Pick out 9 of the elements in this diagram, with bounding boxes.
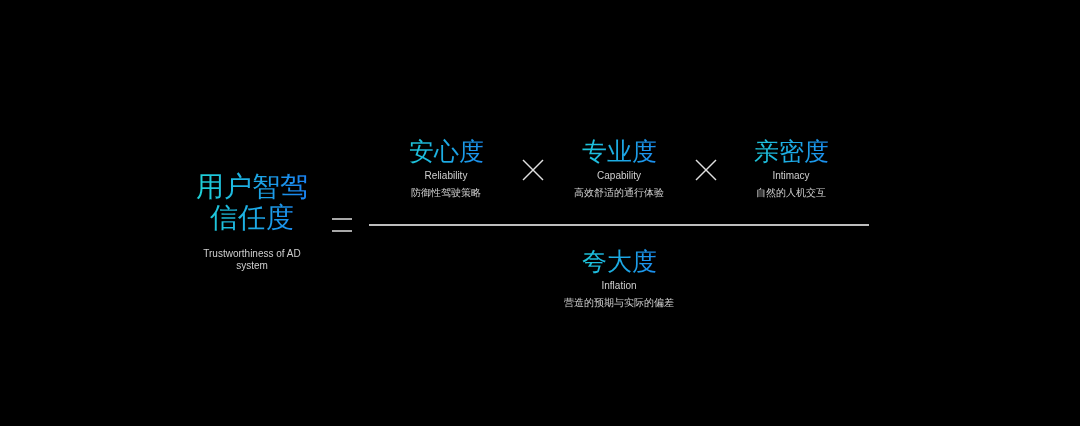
term-description: 防御性驾驶策略 bbox=[411, 186, 481, 200]
term-english: Capability bbox=[597, 170, 641, 182]
term-english: Reliability bbox=[424, 170, 468, 182]
term-description: 自然的人机交互 bbox=[756, 186, 826, 200]
term-description: 营造的预期与实际的偏差 bbox=[564, 296, 674, 310]
term-english: Intimacy bbox=[772, 170, 810, 182]
main-english: Trustworthiness of AD system bbox=[202, 248, 302, 272]
term-description: 高效舒适的通行体验 bbox=[574, 186, 664, 200]
term-english: Inflation bbox=[601, 280, 637, 292]
